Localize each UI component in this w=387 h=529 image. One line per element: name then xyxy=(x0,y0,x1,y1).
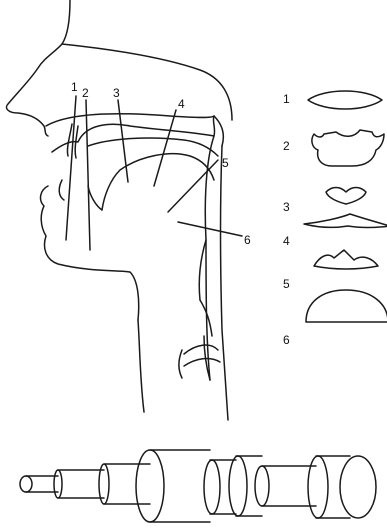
head-label-5: 5 xyxy=(222,156,229,170)
cross-section-shape-1 xyxy=(308,91,382,109)
head-label-1: 1 xyxy=(71,80,78,94)
shape-label-1: 1 xyxy=(283,92,290,106)
cross-section-shape-6 xyxy=(306,290,387,322)
leader-lines xyxy=(66,96,242,250)
shape-label-5: 5 xyxy=(283,277,290,291)
shape-label-6: 6 xyxy=(283,333,290,347)
shape-label-2: 2 xyxy=(283,139,290,153)
tube-model xyxy=(20,450,376,522)
cross-section-shape-2 xyxy=(312,130,384,166)
cross-section-shape-3 xyxy=(326,188,366,205)
shape-number-labels: 1 2 3 4 5 6 xyxy=(283,92,290,347)
shape-label-4: 4 xyxy=(283,234,290,248)
head-label-6: 6 xyxy=(244,233,251,247)
head-label-3: 3 xyxy=(113,86,120,100)
head-label-4: 4 xyxy=(178,97,185,111)
head-label-2: 2 xyxy=(82,86,89,100)
shape-label-3: 3 xyxy=(283,200,290,214)
cross-section-shape-5 xyxy=(314,250,378,269)
cross-section-shape-4 xyxy=(304,214,387,228)
